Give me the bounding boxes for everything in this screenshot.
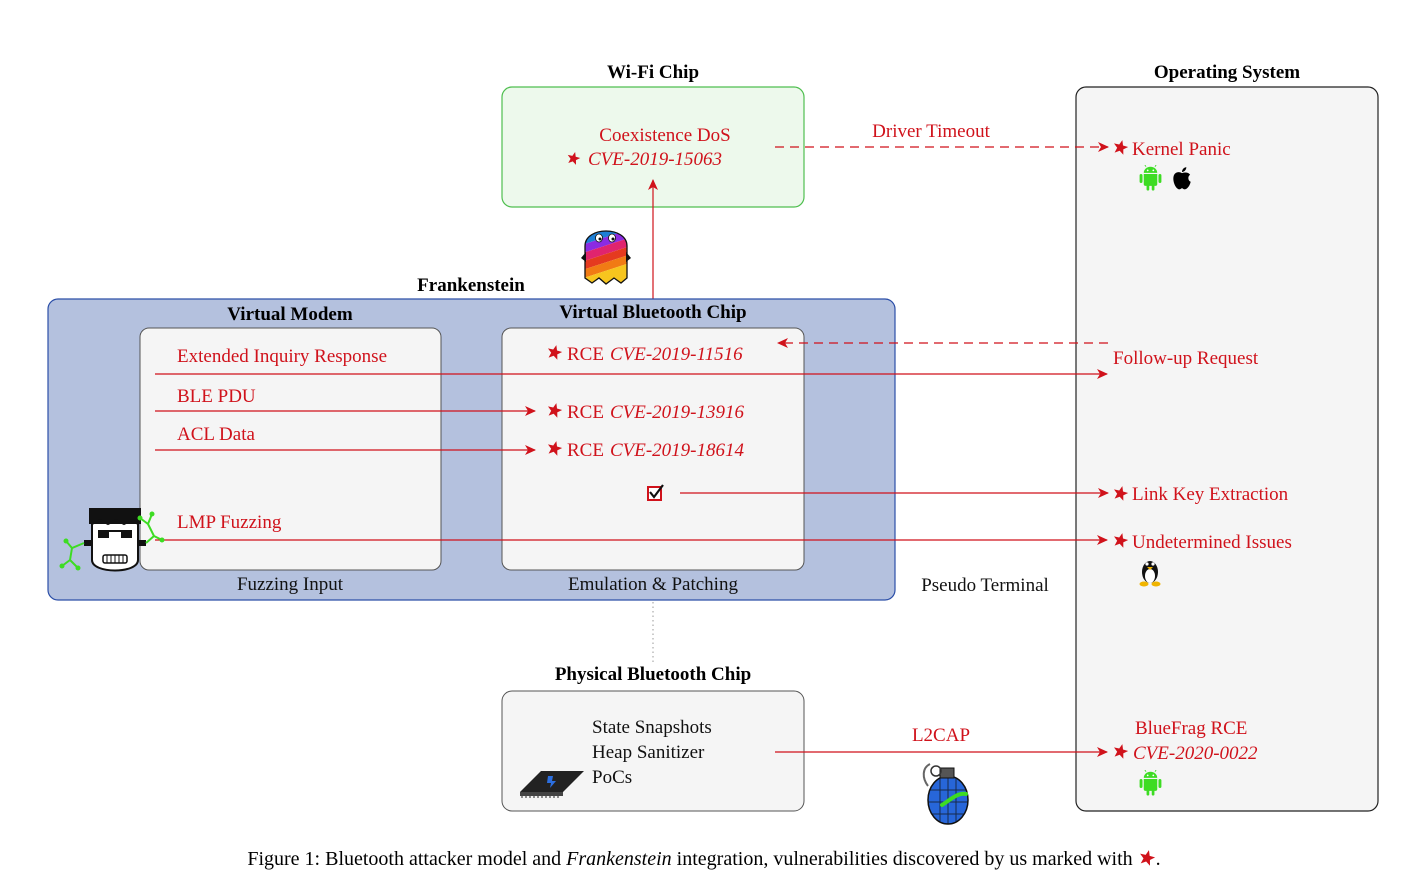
physical-chip-title: Physical Bluetooth Chip <box>555 664 751 685</box>
input-ble-pdu: BLE PDU <box>177 386 256 407</box>
follow-up-label: Follow-up Request <box>1113 348 1259 369</box>
grenade-icon <box>922 763 969 825</box>
emulation-caption: Emulation & Patching <box>568 574 738 595</box>
kernel-panic-label: Kernel Panic <box>1132 139 1231 160</box>
os-title: Operating System <box>1154 62 1300 83</box>
virtual-bt-chip-title: Virtual Bluetooth Chip <box>559 302 746 323</box>
linux-icon <box>1139 561 1161 587</box>
undetermined-label: Undetermined Issues <box>1132 532 1292 553</box>
checkbox-icon <box>647 484 664 501</box>
physical-item-heap: Heap Sanitizer <box>592 742 705 763</box>
ghost-icon <box>581 230 631 285</box>
star-icon <box>1139 850 1155 866</box>
driver-timeout-label: Driver Timeout <box>872 121 990 142</box>
rce-row-2: RCE CVE-2019-13916 <box>567 402 744 423</box>
caption-suffix: integration, vulnerabilities discovered … <box>671 848 1138 870</box>
rce-prefix: RCE <box>567 440 604 461</box>
caption-end: . <box>1155 848 1161 870</box>
caption-emph: Frankenstein <box>566 848 672 870</box>
rce-cve-2: CVE-2019-13916 <box>610 402 745 423</box>
frankenstein-icon <box>59 508 165 572</box>
physical-chip-box <box>501 690 805 812</box>
wifi-dos-label: Coexistence DoS <box>599 125 730 146</box>
input-acl-data: ACL Data <box>177 424 255 445</box>
fuzzing-input-caption: Fuzzing Input <box>237 574 344 595</box>
virtual-bt-chip-box <box>501 327 805 571</box>
link-key-label: Link Key Extraction <box>1132 484 1289 505</box>
wifi-cve: CVE-2019-15063 <box>588 149 722 170</box>
input-lmp-fuzzing: LMP Fuzzing <box>177 512 282 533</box>
rce-row-1: RCE CVE-2019-11516 <box>567 344 743 365</box>
chip-icon <box>520 771 584 798</box>
rce-cve-3: CVE-2019-18614 <box>610 440 745 461</box>
wifi-chip-title: Wi-Fi Chip <box>607 62 699 83</box>
bluefrag-label: BlueFrag RCE <box>1135 718 1247 739</box>
virtual-modem-box <box>139 327 442 571</box>
rce-cve-1: CVE-2019-11516 <box>610 344 743 365</box>
l2cap-label: L2CAP <box>912 725 970 746</box>
os-box <box>1075 86 1379 812</box>
physical-item-pocs: PoCs <box>592 767 632 788</box>
physical-item-snapshots: State Snapshots <box>592 717 712 738</box>
virtual-modem-title: Virtual Modem <box>227 304 353 325</box>
rce-row-3: RCE CVE-2019-18614 <box>567 440 744 461</box>
bluefrag-cve: CVE-2020-0022 <box>1133 743 1258 764</box>
frankenstein-title: Frankenstein <box>417 275 525 296</box>
rce-prefix: RCE <box>567 402 604 423</box>
input-eir: Extended Inquiry Response <box>177 346 387 367</box>
figure-caption: Figure 1: Bluetooth attacker model and F… <box>0 848 1408 871</box>
caption-prefix: Figure 1: Bluetooth attacker model and <box>247 848 567 870</box>
pseudo-terminal-label: Pseudo Terminal <box>921 575 1049 596</box>
rce-prefix: RCE <box>567 344 604 365</box>
